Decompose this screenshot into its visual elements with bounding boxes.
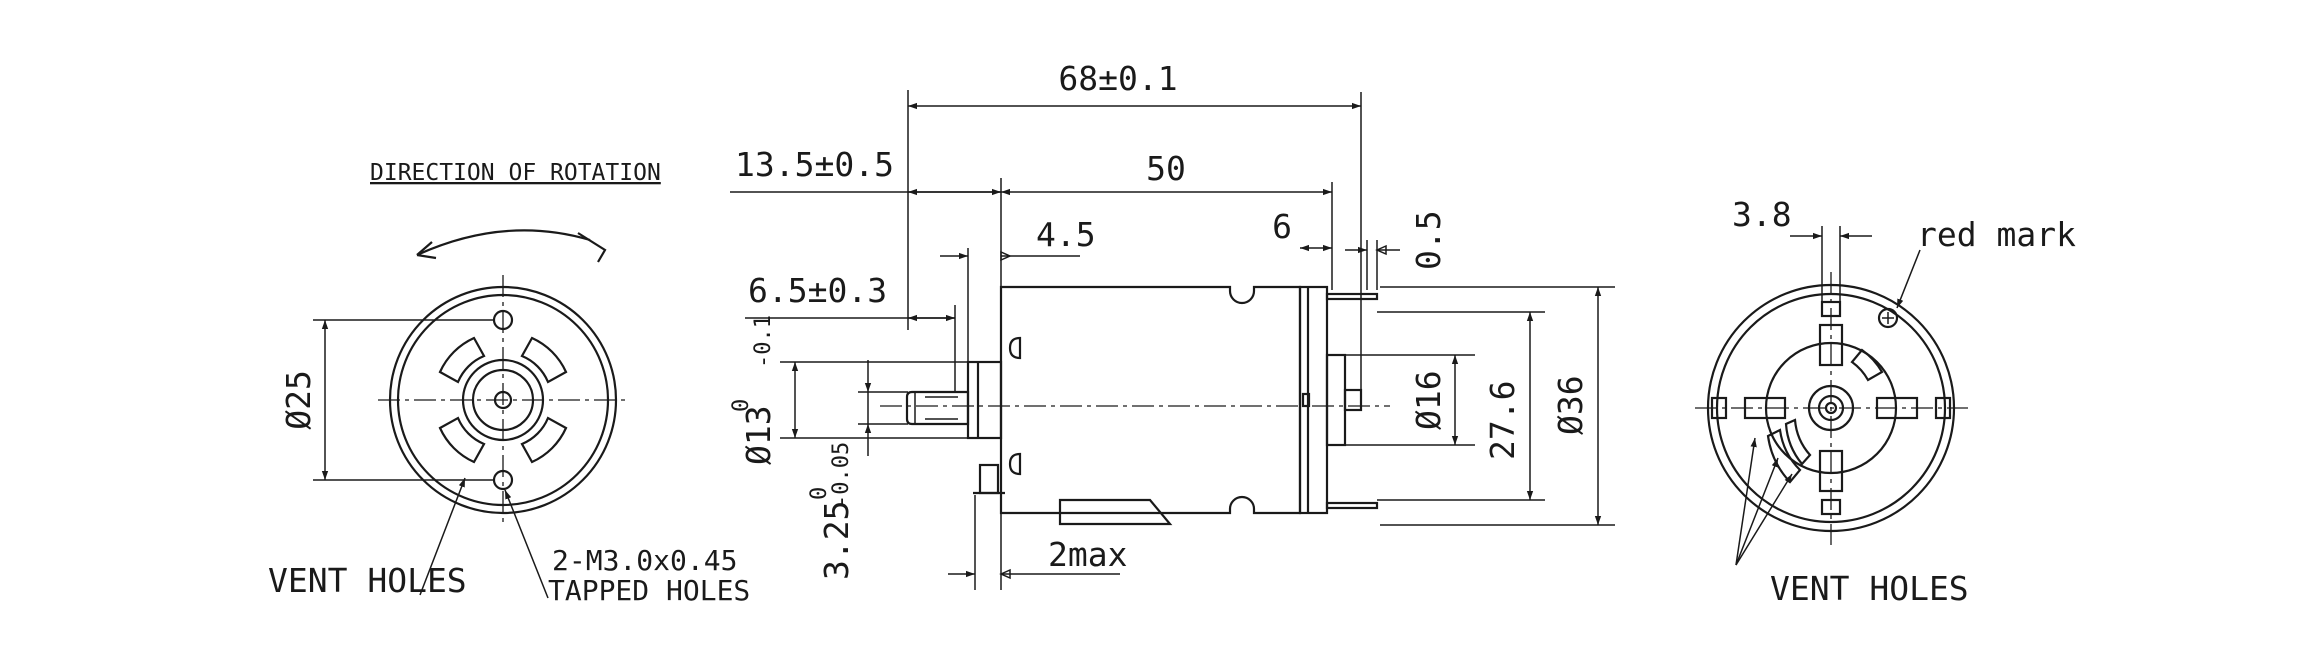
label-dia13-tol-lower: -0.1	[751, 315, 776, 368]
label-shaft-tol-lower: -0.05	[829, 442, 854, 508]
label-dia36: Ø36	[1551, 375, 1590, 435]
rear-vent-leader-3	[1735, 473, 1793, 566]
rear-vent-lower-left-2	[1784, 418, 1812, 466]
tapped-leader	[504, 489, 549, 599]
front-view: DIRECTION OF ROTATION Ø25 VENT HOLES	[268, 160, 750, 607]
tapped-label-1: 2-M3.0x0.45	[552, 544, 737, 577]
terminal-top	[1325, 292, 1379, 301]
dia25-label: Ø25	[279, 370, 318, 430]
label-13-5: 13.5±0.5	[735, 145, 894, 184]
rear-vent-label: VENT HOLES	[1770, 569, 1969, 608]
can-tab-bottom	[1008, 452, 1022, 476]
side-view: 68±0.1 13.5±0.5 50 4.5 6 0.5 6.5±0.3 Ø13…	[729, 59, 1615, 590]
label-6-5: 6.5±0.3	[748, 271, 887, 310]
front-vent-leader	[419, 477, 466, 596]
rear-vent-leader-2	[1735, 457, 1779, 566]
rotation-arc	[416, 229, 591, 257]
label-68: 68±0.1	[1058, 59, 1177, 98]
rear-view: red mark 3.8 VENT HOLES	[1695, 195, 2076, 608]
red-mark-circle	[1877, 307, 1899, 329]
front-vent-label: VENT HOLES	[268, 561, 467, 600]
red-mark-label: red mark	[1917, 215, 2076, 254]
label-dia13: Ø13	[739, 405, 778, 465]
red-mark-leader	[1896, 249, 1921, 309]
label-dia13-tol-upper: 0	[729, 399, 754, 412]
label-shaft-dia: 3.25	[817, 501, 856, 580]
label-dia16: Ø16	[1409, 370, 1448, 430]
dim-4-5-arrow	[1000, 250, 1012, 262]
label-3-8: 3.8	[1732, 195, 1792, 234]
vent-slot-lower-left	[438, 416, 486, 464]
vent-slot-upper-right	[520, 336, 568, 384]
rear-boss	[1325, 353, 1347, 447]
label-0-5: 0.5	[1409, 210, 1448, 270]
dim-0-5-arrow	[1375, 244, 1387, 256]
can-body	[999, 285, 1302, 515]
rear-vent-leader-1	[1735, 437, 1757, 566]
tapped-label-2: TAPPED HOLES	[548, 574, 750, 607]
rear-shaft	[1343, 388, 1363, 412]
rotation-tail	[416, 241, 437, 260]
vent-slot-upper-left	[438, 336, 486, 384]
label-4-5: 4.5	[1036, 215, 1096, 254]
bottom-lug	[978, 463, 1000, 495]
can-label-tab	[1058, 498, 1173, 526]
label-2max: 2max	[1048, 535, 1127, 574]
rotation-arrowhead	[577, 232, 607, 263]
label-shaft-tol-upper: 0	[807, 487, 832, 500]
dim-2max-arrow	[999, 568, 1011, 580]
label-27-6: 27.6	[1483, 381, 1522, 460]
rear-shaft-end	[1824, 401, 1838, 415]
rear-vent-upper	[1850, 348, 1884, 382]
label-6: 6	[1272, 207, 1292, 246]
label-50: 50	[1146, 149, 1186, 188]
shaft	[905, 390, 970, 426]
front-boss	[966, 360, 1003, 440]
rear-bearing-mark	[1301, 392, 1311, 408]
direction-title: DIRECTION OF ROTATION	[370, 160, 661, 186]
can-tab-top	[1008, 336, 1022, 360]
terminal-bottom	[1325, 501, 1379, 510]
vent-slot-lower-right	[520, 416, 568, 464]
